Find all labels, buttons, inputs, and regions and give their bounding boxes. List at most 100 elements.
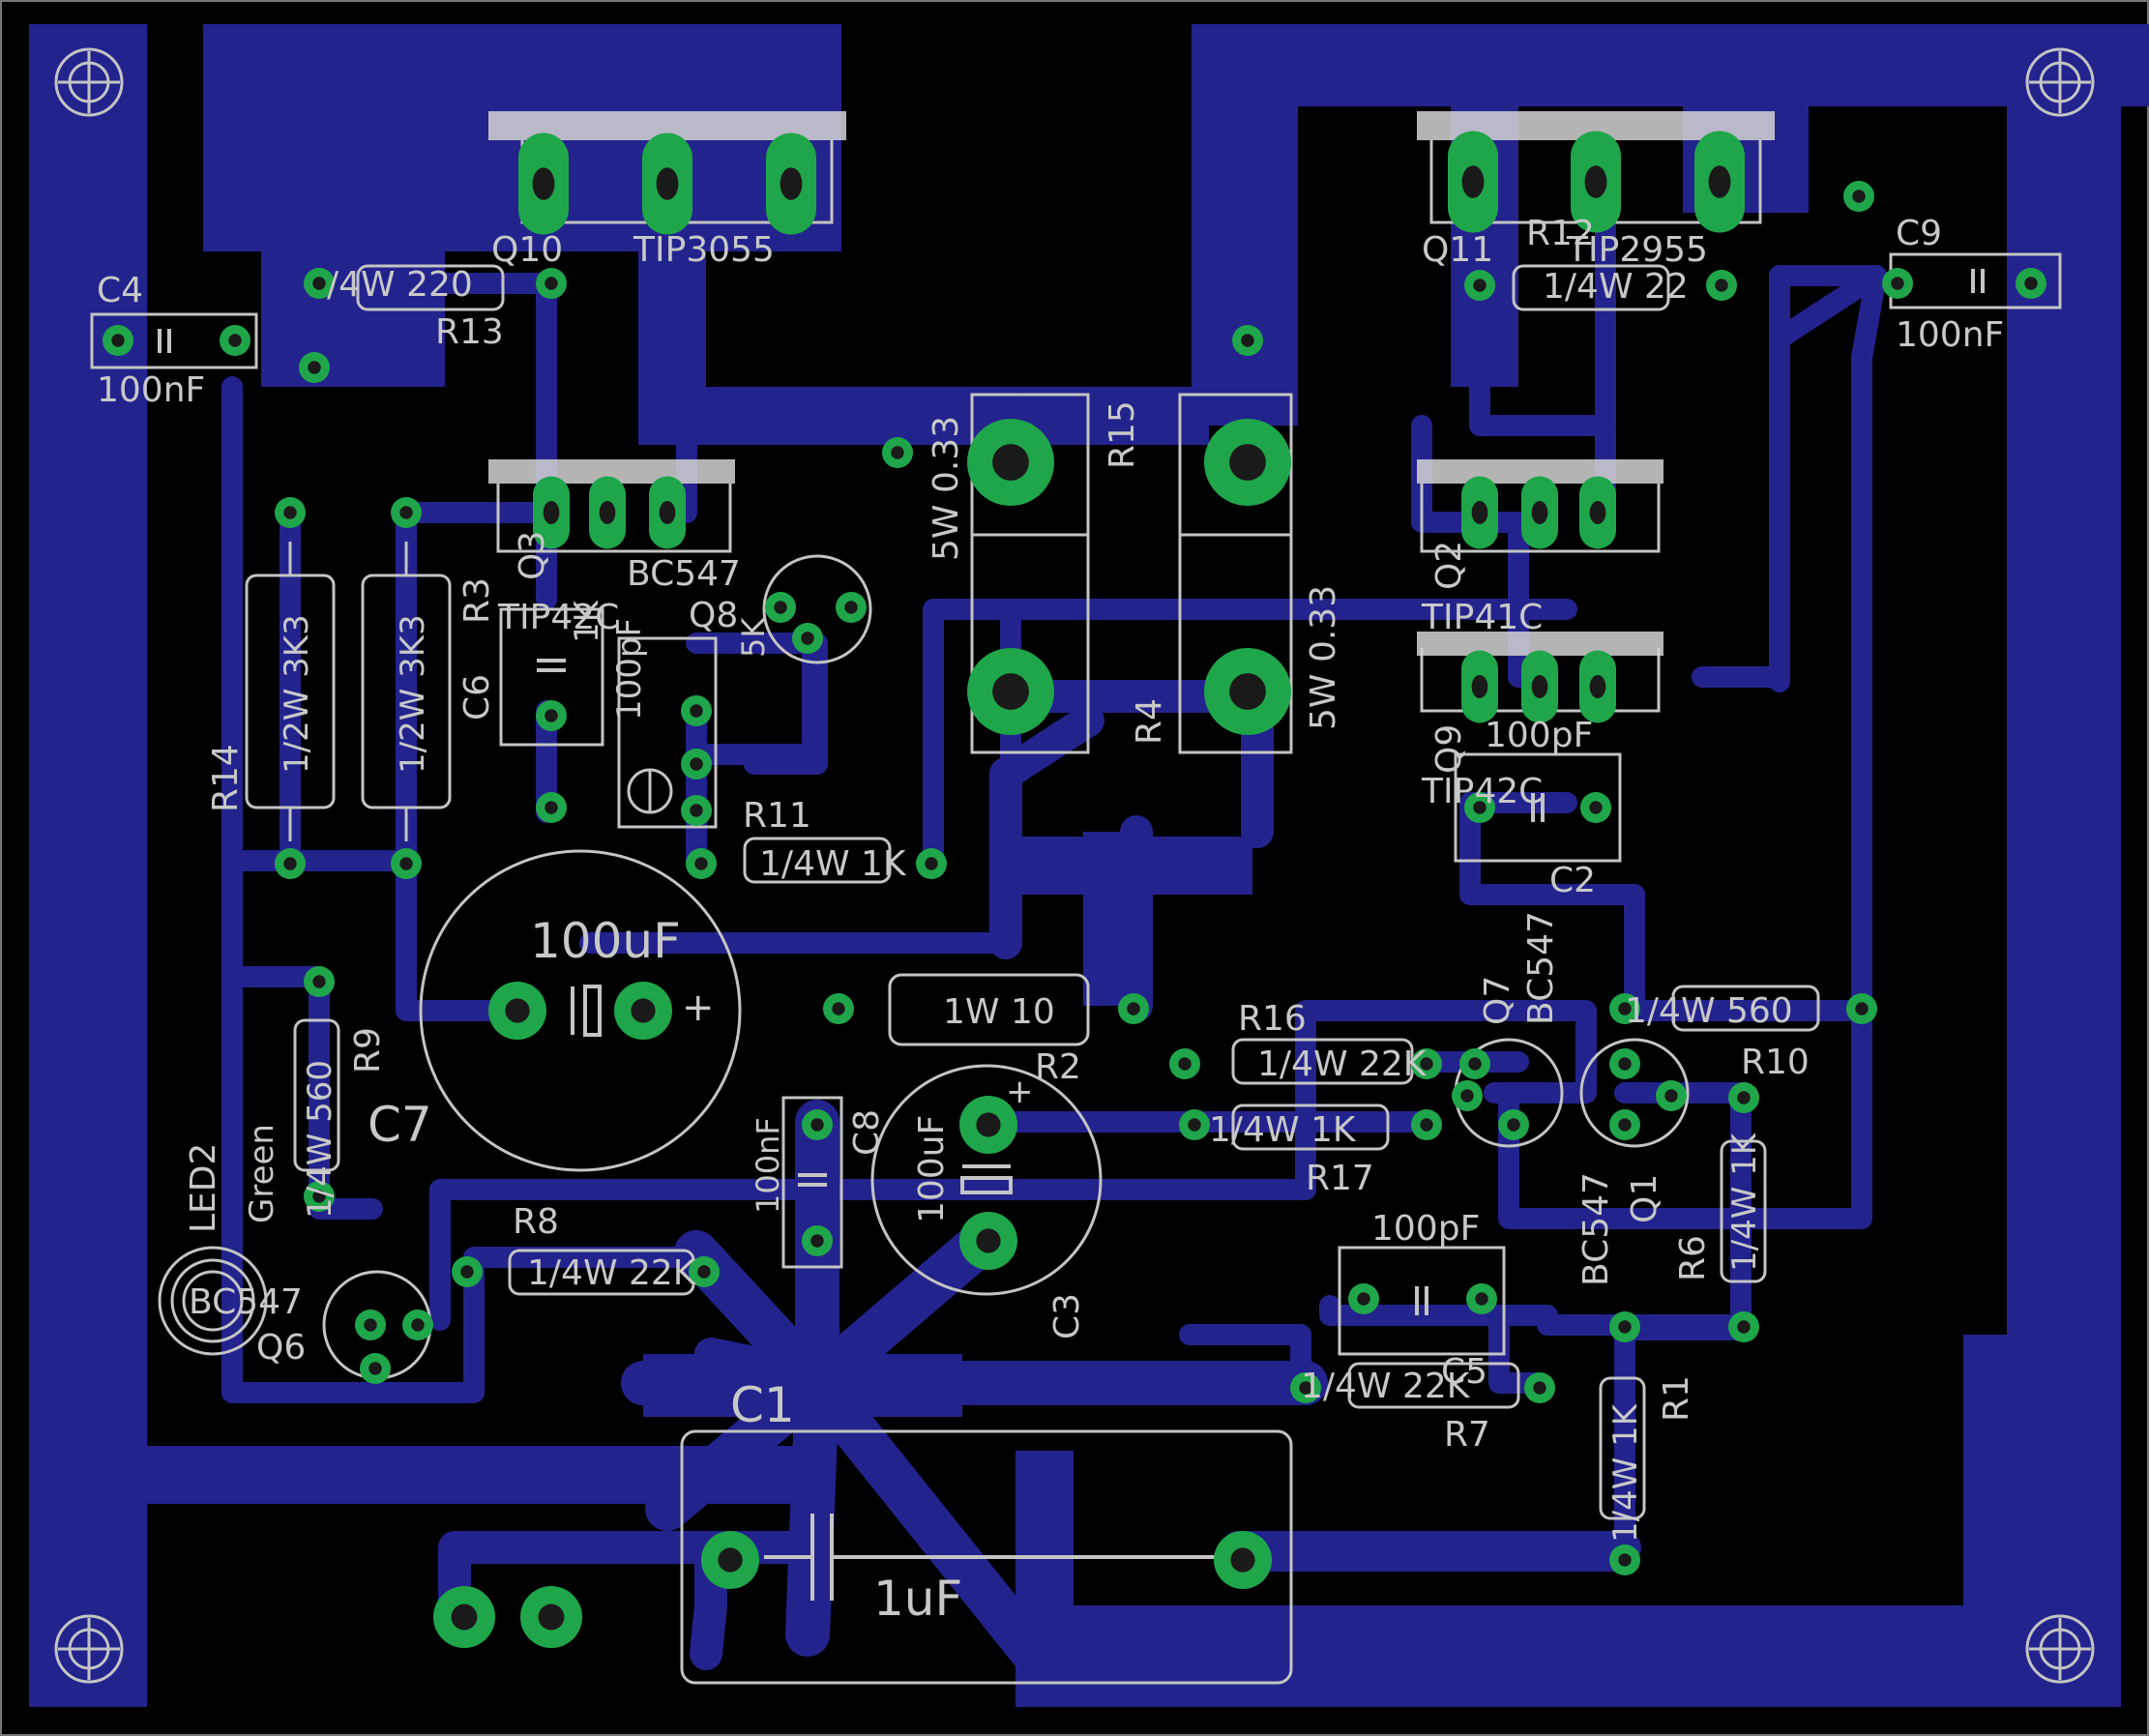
label-c6-value: 100pF (610, 618, 649, 721)
label-r17: R17 (1306, 1159, 1374, 1198)
pad-drill (1241, 334, 1254, 347)
pad-drill (312, 1190, 326, 1203)
pad-drill (1584, 165, 1607, 198)
label-r3-value: 1K (568, 599, 606, 643)
pad-drill (545, 709, 558, 722)
pad-drill (1507, 1118, 1520, 1132)
pad-drill (1460, 1089, 1474, 1103)
label-led2-value: Green (243, 1124, 281, 1223)
label-q3-value: TIP42C (497, 598, 619, 637)
mount-hole-tr (2025, 47, 2095, 117)
label-q7: Q7 (1478, 976, 1517, 1025)
label-r15-value: 5W 0.33 (927, 416, 966, 561)
pad-drill (1852, 190, 1866, 203)
pad-drill (1420, 1057, 1433, 1071)
label-c4: C4 (97, 271, 143, 310)
label-r2: R2 (1035, 1047, 1081, 1087)
pad-drill (1589, 675, 1606, 698)
label-c6: C6 (457, 674, 497, 721)
pad-drill (801, 632, 814, 645)
label-r11: R11 (743, 796, 811, 836)
label-c4-value: 100nF (97, 370, 205, 410)
pad-drill (690, 704, 703, 718)
pad-drill (1188, 1118, 1201, 1132)
label-r1: R1 (1657, 1375, 1696, 1422)
pad-drill (1589, 501, 1606, 524)
mount-hole-bl (54, 1614, 124, 1684)
pad-drill (1618, 1553, 1632, 1567)
pad-drill (992, 673, 1029, 710)
label-r9-value: 1/4W 560 (301, 1060, 339, 1219)
pad-drill (891, 446, 904, 459)
pad-drill (1618, 1057, 1632, 1071)
pad-drill (690, 757, 703, 771)
pad-drill (538, 1604, 565, 1631)
label-q9-value: TIP42C (1421, 772, 1543, 811)
label-c9-value: 100nF (1896, 315, 2004, 355)
pad-drill (1420, 1118, 1433, 1132)
label-r16: R16 (1238, 999, 1307, 1039)
pad-drill (656, 167, 679, 200)
label-r17-value: 1/4W 1K (1209, 1110, 1357, 1150)
pad-drill (308, 361, 321, 374)
label-r12: R12 (1526, 214, 1595, 253)
pad-drill (451, 1604, 478, 1631)
label-r5-value: 1/2W 3K3 (394, 614, 432, 774)
silkscreen (54, 47, 2095, 1685)
label-c7-value: 100uF (530, 913, 681, 969)
pad-drill (697, 1265, 711, 1279)
label-q10: Q10 (491, 230, 563, 270)
pad-drill (312, 975, 326, 988)
pad-drill (1737, 1320, 1751, 1334)
pad-drill (976, 1228, 1001, 1253)
label-c1: C1 (730, 1377, 795, 1433)
pad-drill (368, 1362, 382, 1375)
label-c9: C9 (1896, 214, 1942, 253)
pad-drill (690, 804, 703, 817)
label-c1-value: 1uF (873, 1571, 962, 1627)
pad-drill (1229, 444, 1266, 481)
label-r14-value: 1/2W 3K3 (278, 614, 316, 774)
mount-hole-tl (54, 47, 124, 117)
pad-drill (1468, 1057, 1482, 1071)
pad-drill (1618, 1320, 1632, 1334)
pad-drill (1533, 1381, 1546, 1395)
label-r1-value: 1/4W 1K (1606, 1402, 1645, 1543)
pad-drill (505, 998, 530, 1023)
pad-drill (832, 1002, 845, 1015)
pad-drill (399, 506, 413, 519)
label-c3-plus: + (1006, 1073, 1034, 1111)
pad-drill (1715, 279, 1728, 292)
label-q2: Q2 (1429, 541, 1469, 590)
pad-drill (1891, 277, 1904, 290)
pad-drill (228, 334, 242, 347)
pad-drill (532, 167, 555, 200)
pad-drill (312, 277, 326, 290)
label-q3: Q3 (513, 531, 552, 580)
label-r16-value: 1/4W 22K (1257, 1045, 1428, 1084)
label-c8: C8 (847, 1109, 887, 1156)
label-c5: C5 (1441, 1352, 1487, 1392)
label-q2-value: TIP41C (1421, 598, 1543, 637)
pad-drill (399, 857, 413, 870)
pad-drill (1475, 1292, 1488, 1306)
label-r6-value: 1/4W 1K (1725, 1132, 1764, 1272)
label-r13: R13 (435, 312, 504, 352)
label-q7-value: BC547 (1521, 911, 1561, 1025)
label-c2-value: 100pF (1485, 716, 1593, 755)
capacitor-symbols (158, 269, 1985, 1601)
pad-drill (1708, 165, 1731, 198)
label-q6: Q6 (256, 1328, 306, 1368)
pad-drill (545, 801, 558, 814)
label-c2: C2 (1549, 861, 1596, 900)
pad-drill (659, 501, 676, 524)
label-r11-value: 1/4W 1K (759, 844, 907, 884)
pad-drill (1618, 1002, 1632, 1015)
pad-drill (2024, 277, 2038, 290)
pad-drill (810, 1118, 824, 1132)
pad-drill (364, 1318, 377, 1332)
label-c3-value: 100uF (912, 1115, 952, 1223)
pad-drill (1127, 1002, 1140, 1015)
label-c8-value: 100nF (750, 1117, 786, 1214)
label-q8-value: BC547 (627, 554, 741, 594)
